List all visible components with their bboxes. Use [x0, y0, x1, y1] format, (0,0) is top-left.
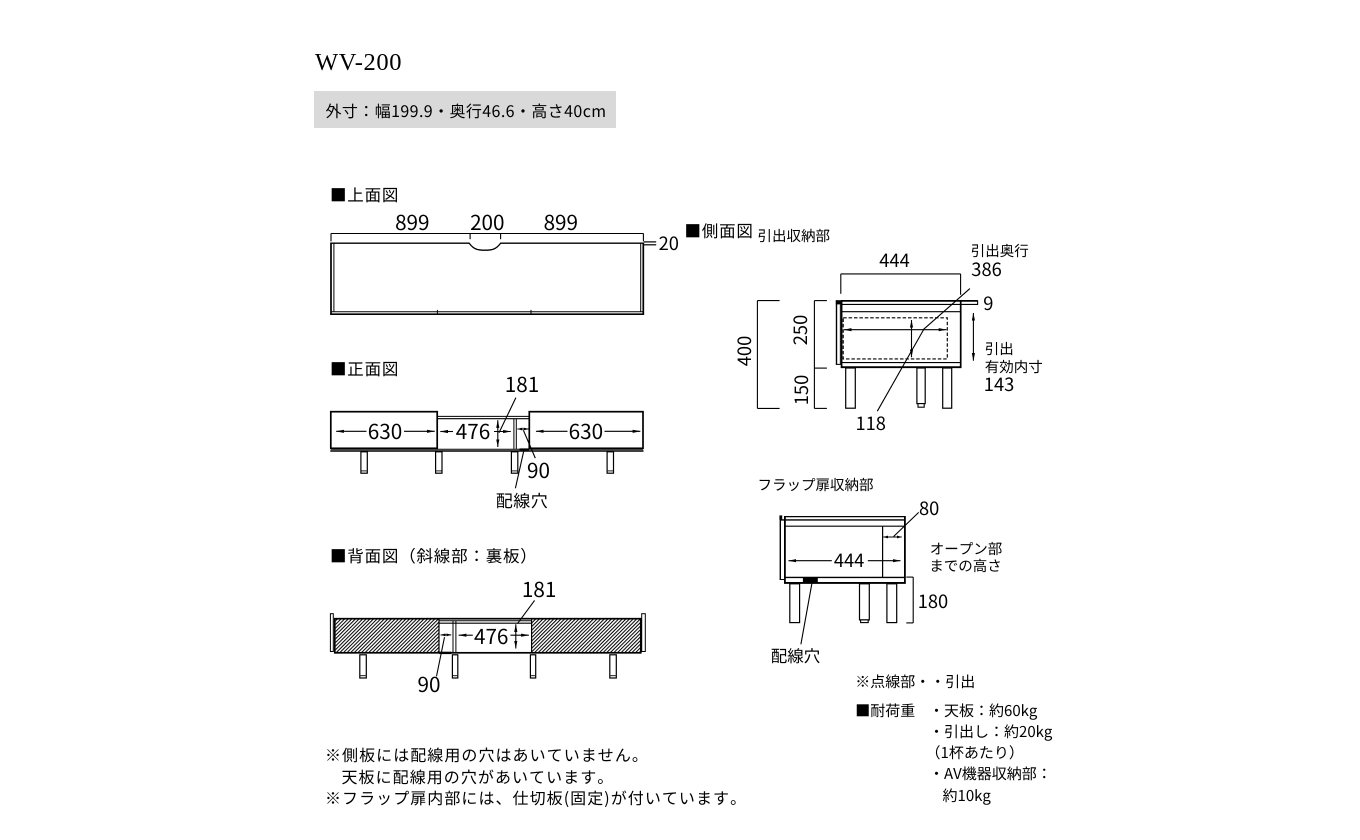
- page-title: WV-200: [315, 49, 403, 76]
- top-view-dim-line: [330, 232, 644, 242]
- back-view-leader-181: [516, 600, 536, 625]
- side-view-dim-leg-height: 150: [787, 374, 814, 406]
- flap-view-open-height-label1: オープン部: [929, 537, 1003, 559]
- back-view-leader-90: [435, 637, 446, 677]
- front-view-middle: [437, 415, 530, 449]
- front-view-left-box: [329, 410, 439, 450]
- flap-view-dim-depth: 80: [919, 495, 940, 522]
- front-view-cable-hole-label: 配線穴: [495, 486, 549, 512]
- top-view-body: [330, 242, 645, 316]
- flap-view-legs: [789, 583, 898, 624]
- side-view-drawer-depth-label: 引出奥行: [970, 240, 1029, 262]
- side-view-drawer-dashed: [842, 317, 948, 360]
- side-view-leader-118: [876, 329, 925, 412]
- side-view-leader-386: [922, 288, 971, 331]
- back-view-body: [333, 617, 642, 654]
- top-view-dim-left: 899: [395, 205, 430, 236]
- front-view-cable-hole: [519, 448, 529, 451]
- front-view-dim-arrows: [335, 419, 641, 448]
- note-load-item-av: ・AV機器収納部：: [929, 763, 1052, 784]
- top-view-drawing: [330, 232, 657, 316]
- flap-view-bracket-180: [906, 576, 914, 624]
- side-view-drawer-depth: 386: [971, 255, 1002, 282]
- front-view-label: ■正面図: [330, 356, 400, 380]
- back-view-dim-arrows: [440, 623, 530, 649]
- side-view-body: [840, 300, 979, 369]
- top-view-edge-callout: [643, 241, 657, 246]
- flap-view-label: フラップ扉収納部: [757, 473, 874, 495]
- back-view-legs: [359, 654, 617, 679]
- side-view-dim-total-height: 400: [730, 336, 757, 367]
- front-view-dim-right: 630: [568, 415, 604, 446]
- front-view-dim-gap: 90: [527, 453, 550, 484]
- flap-view-open-height-label2: までの高さ: [929, 555, 1002, 576]
- note-load-title: ■耐荷重: [855, 700, 916, 721]
- back-view-hatch-right: [531, 619, 640, 652]
- size-note-text: 外寸：幅199.9・奥行46.6・高さ40cm: [325, 97, 607, 122]
- flap-view-dim-open-height: 180: [917, 588, 949, 615]
- note-load-item-per: （1杯あたり）: [925, 742, 1024, 763]
- flap-view-leader-80: [893, 512, 920, 537]
- size-note-box: 外寸：幅199.9・奥行46.6・高さ40cm: [313, 91, 616, 128]
- front-view-dim-left: 630: [367, 415, 403, 446]
- flap-view-cable-hole-label: 配線穴: [770, 642, 821, 667]
- back-view-hatch-left: [335, 619, 439, 652]
- side-view-dim-width: 444: [879, 246, 910, 273]
- flap-view-drawing: [779, 512, 920, 645]
- front-view-leader-cable: [514, 450, 525, 489]
- flap-view-leader-cable: [800, 583, 813, 645]
- side-view-width-bracket: [840, 273, 962, 295]
- front-view-base: [330, 448, 644, 452]
- back-view-right-side-panel: [641, 613, 646, 653]
- side-view-dim-body-height: 250: [787, 314, 814, 346]
- side-view-label: ■側面図: [684, 218, 754, 242]
- side-view-back-panel: [835, 300, 841, 365]
- top-view-dim-right: 899: [543, 205, 579, 236]
- note-bottom-1: ※側板には配線用の穴はあいていません。: [325, 742, 649, 767]
- side-view-dim-overhang: 9: [983, 290, 994, 317]
- front-view-dim-opening-height: 181: [504, 367, 540, 398]
- side-view-drawer-inner-label1: 引出: [984, 337, 1014, 359]
- back-view-left-side-panel: [329, 613, 334, 653]
- flap-view-cable-hole: [802, 577, 818, 584]
- side-view-dim-drawer-height: 118: [855, 410, 886, 437]
- back-view-dim-center: 476: [473, 619, 509, 650]
- note-load-item-top: ・天板：約60kg: [929, 700, 1038, 721]
- side-view-drawing: [756, 273, 979, 412]
- side-view-drawer-inner-value: 143: [983, 370, 1015, 397]
- front-view-leader-90: [522, 430, 536, 459]
- back-view-cable-hole: [439, 651, 452, 655]
- back-view-label: ■背面図（斜線部：裏板）: [330, 543, 538, 567]
- top-view-label: ■上面図: [330, 181, 400, 206]
- note-bottom-2: 天板に配線用の穴があいています。: [341, 764, 615, 788]
- front-view-leader-181: [498, 397, 517, 434]
- note-load-item-av2: 約10kg: [942, 784, 991, 806]
- front-view-right-box: [528, 410, 644, 450]
- back-view-dim-opening-height: 181: [521, 573, 557, 604]
- side-view-drawer-inner-label2: 有効内寸: [984, 356, 1043, 377]
- top-view-dim-center: 200: [470, 205, 505, 236]
- side-view-legs: [845, 367, 953, 409]
- note-load-item-drawer: ・引出し：約20kg: [929, 721, 1053, 742]
- note-dotted-line: ※点線部・・引出: [855, 671, 976, 692]
- front-view-dim-center: 476: [455, 415, 491, 446]
- note-bottom-3: ※フラップ扉内部には、仕切板(固定)が付いています。: [325, 784, 748, 809]
- side-view-height-brackets: [756, 300, 827, 409]
- flap-view-door-panel: [779, 515, 785, 580]
- back-view-drawing: [329, 600, 646, 679]
- flap-view-dim-width: 444: [833, 546, 865, 573]
- front-view-drawing: [329, 397, 644, 489]
- top-view-dim-edge: 20: [658, 230, 679, 257]
- side-view-sublabel: 引出収納部: [757, 224, 831, 246]
- back-view-opening: [438, 619, 533, 652]
- back-view-dim-gap: 90: [417, 668, 441, 698]
- front-view-legs: [360, 451, 615, 474]
